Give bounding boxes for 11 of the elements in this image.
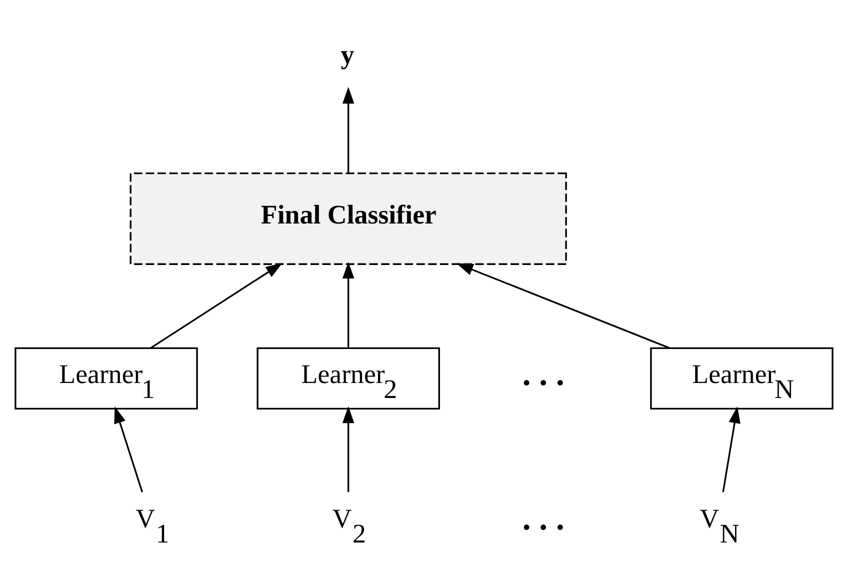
arrow — [342, 262, 354, 348]
label: . . . — [522, 356, 564, 394]
label: . . . — [522, 500, 564, 538]
arrow — [114, 406, 144, 492]
node-box: Final Classifier — [130, 172, 567, 265]
node-text: y — [340, 40, 354, 70]
arrow — [342, 86, 354, 173]
arrow — [342, 406, 354, 492]
arrow — [456, 263, 670, 349]
arrow — [150, 262, 283, 349]
arrow — [722, 406, 740, 492]
